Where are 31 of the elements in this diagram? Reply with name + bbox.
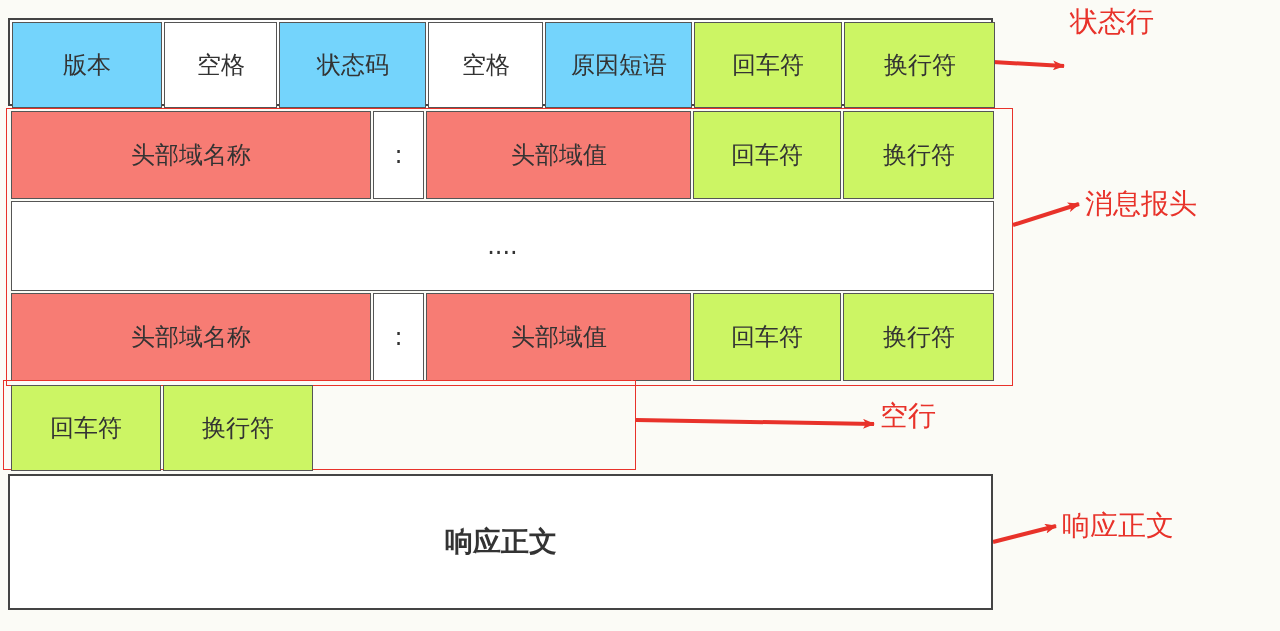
table-cell: 状态码	[279, 22, 426, 108]
annotation-label: 状态行	[1070, 2, 1170, 42]
table-cell: 头部域名称	[11, 111, 371, 199]
table-cell: ....	[11, 201, 994, 291]
annotation-label: 空行	[880, 396, 980, 436]
table-cell: 原因短语	[545, 22, 692, 108]
table-cell: 头部域值	[426, 111, 691, 199]
table-cell: 空格	[428, 22, 543, 108]
arrow	[635, 418, 875, 429]
table-cell: 头部域值	[426, 293, 691, 381]
table-cell: :	[373, 293, 424, 381]
table-cell: 空格	[164, 22, 277, 108]
body-panel: 响应正文	[8, 474, 993, 610]
highlight-frame	[3, 380, 636, 470]
table-cell: 回车符	[693, 111, 841, 199]
table-cell: 回车符	[694, 22, 842, 108]
table-cell: :	[373, 111, 424, 199]
arrow	[992, 523, 1057, 544]
status-row-frame	[8, 18, 993, 106]
table-cell: 回车符	[693, 293, 841, 381]
table-cell: 换行符	[844, 22, 995, 108]
table-cell: 版本	[12, 22, 162, 108]
table-cell: 换行符	[163, 385, 313, 471]
annotation-label: 响应正文	[1062, 506, 1202, 546]
table-cell: 换行符	[843, 293, 994, 381]
table-cell: 换行符	[843, 111, 994, 199]
table-cell: 回车符	[11, 385, 161, 471]
annotation-label: 消息报头	[1085, 184, 1225, 224]
arrow	[1012, 202, 1080, 227]
highlight-frame	[6, 108, 1013, 386]
table-cell: 头部域名称	[11, 293, 371, 381]
